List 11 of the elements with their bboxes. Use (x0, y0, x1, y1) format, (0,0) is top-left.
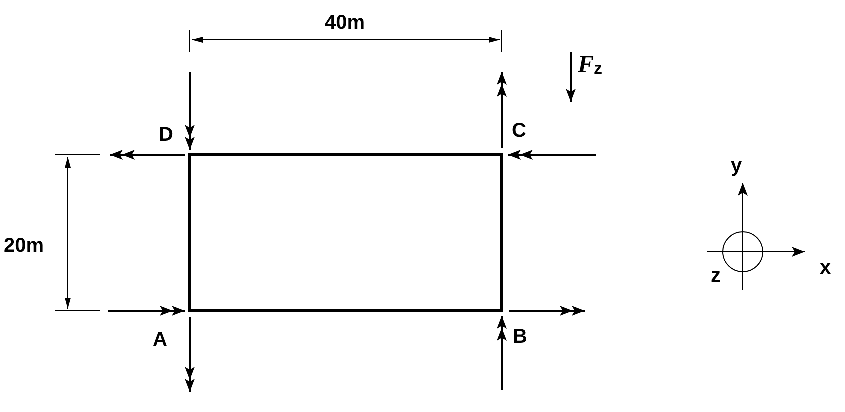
corner-label: C (512, 121, 526, 141)
corner-label: A (153, 330, 168, 350)
dimension-label: 20m (4, 236, 44, 256)
dimension-label: 40m (325, 13, 366, 33)
axis-label: y (731, 156, 742, 176)
corner-label: B (513, 327, 528, 347)
force-label: F$_{z}$ (578, 53, 603, 77)
axis-label: x (820, 258, 832, 278)
axis-label: z (711, 266, 721, 286)
corner-label: D (159, 125, 174, 145)
plate-outline (188, 154, 504, 312)
